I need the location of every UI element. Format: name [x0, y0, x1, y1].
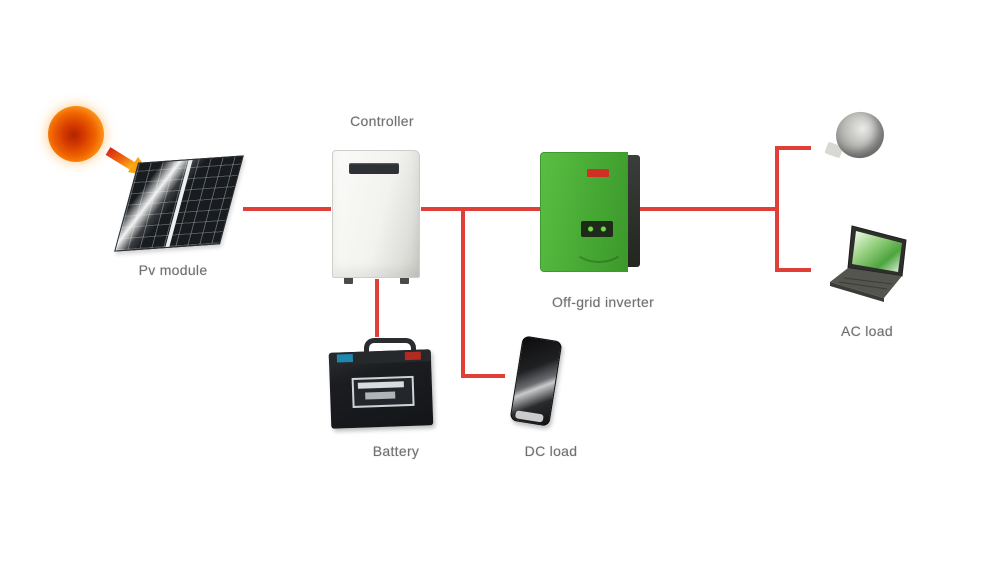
inverter-vent-arc — [573, 231, 625, 263]
inverter-label: Off-grid inverter — [551, 294, 655, 310]
controller-foot — [400, 272, 409, 284]
phone-bottom-cap — [514, 410, 544, 423]
battery-top — [328, 349, 432, 365]
laptop-art — [830, 225, 907, 302]
battery-body — [328, 349, 434, 429]
phone-body — [509, 335, 563, 427]
laptop-icon — [826, 220, 914, 304]
controller-box-icon — [332, 150, 420, 278]
connector-ac-bracket-vertical — [775, 146, 779, 272]
battery-terminal-positive — [404, 351, 421, 361]
phone-icon — [506, 335, 566, 428]
dc-load-label: DC load — [524, 443, 578, 459]
battery-sticker — [351, 375, 415, 409]
connector-controller-to-inverter — [421, 207, 540, 211]
controller-foot — [344, 272, 353, 284]
battery-icon — [328, 338, 438, 438]
connector-controller-to-battery — [375, 279, 379, 337]
connector-inverter-to-ac-bracket — [632, 207, 777, 211]
inverter-logo — [587, 169, 609, 177]
inverter-box-icon — [540, 152, 640, 272]
inverter-face — [540, 152, 628, 272]
connector-junction-to-dc-load — [461, 207, 465, 378]
battery-sticker-bar — [365, 391, 396, 400]
ac-load-label: AC load — [841, 323, 893, 339]
controller-display — [349, 163, 399, 174]
connector-ac-bracket-to-laptop — [775, 268, 811, 272]
sun-icon — [48, 106, 104, 162]
connector-pv-to-controller — [243, 207, 331, 211]
bulb-icon — [824, 106, 890, 170]
battery-sticker-bar — [357, 381, 404, 389]
pv-module-label: Pv module — [138, 262, 208, 278]
inverter-side — [626, 155, 640, 267]
battery-terminal-negative — [336, 353, 354, 363]
battery-label: Battery — [372, 443, 420, 459]
connector-ac-bracket-to-bulb — [775, 146, 811, 150]
controller-label: Controller — [350, 113, 414, 129]
connector-dc-load-stub — [461, 374, 505, 378]
